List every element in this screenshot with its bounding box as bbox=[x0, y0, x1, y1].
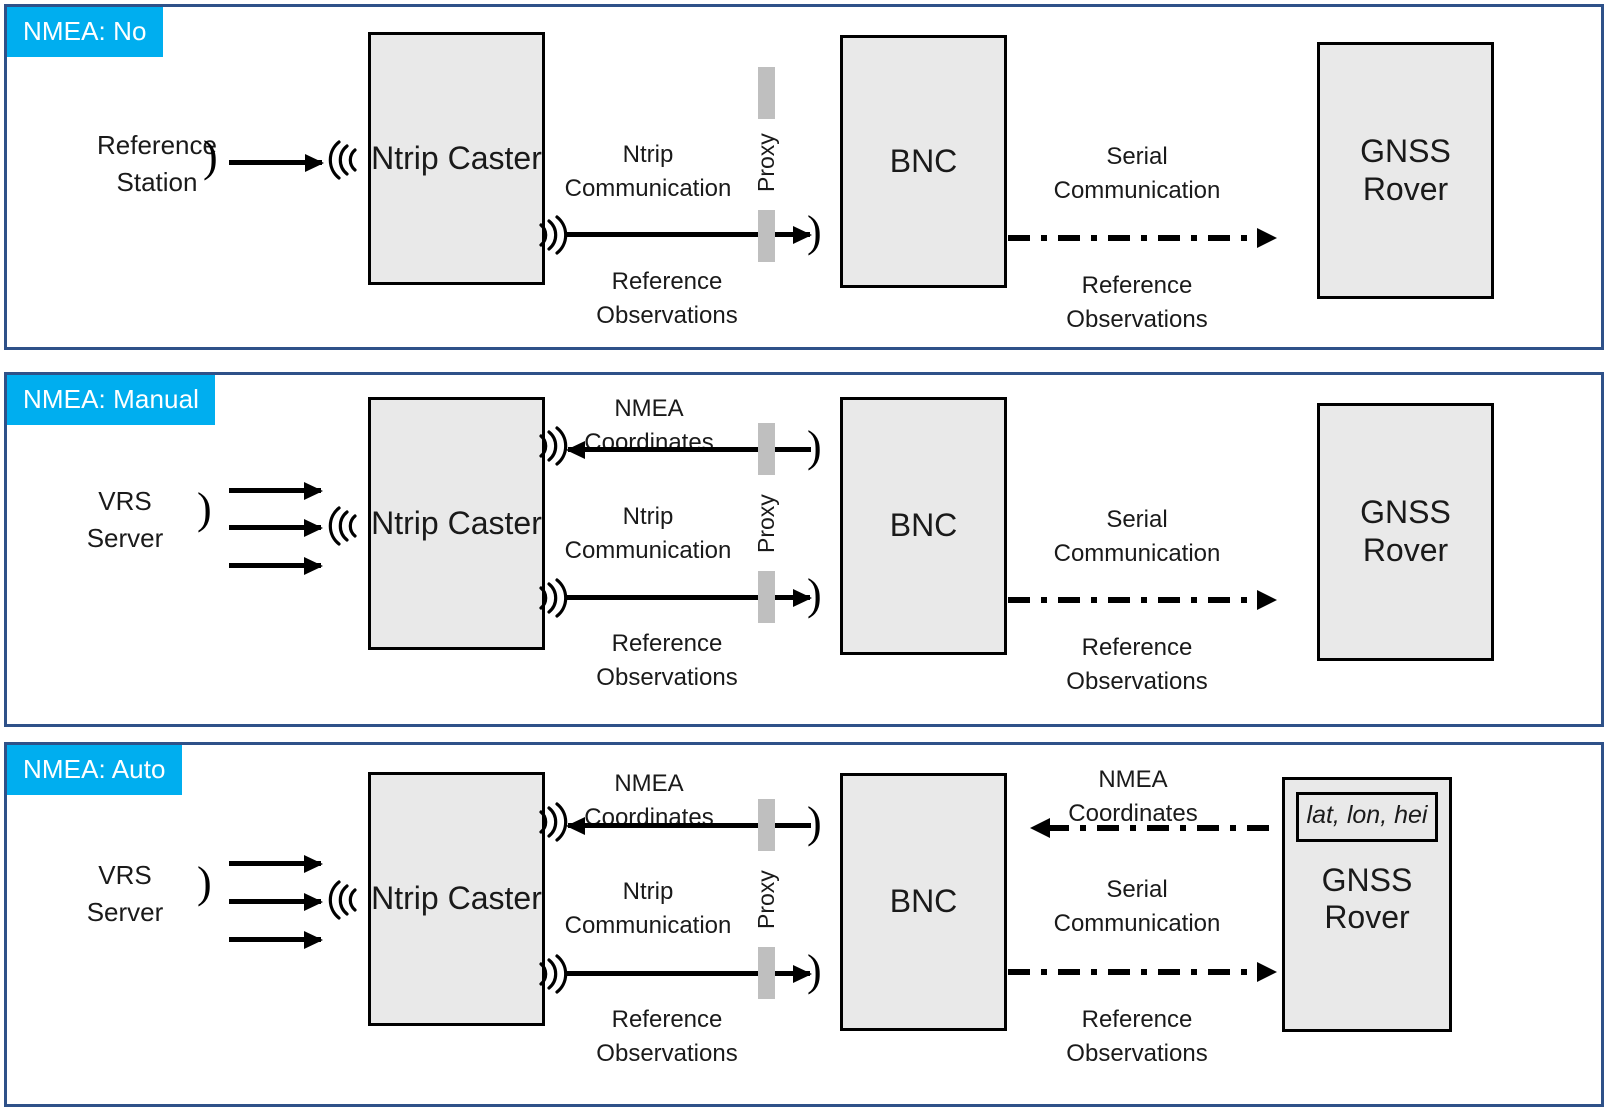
caption-reference-observations-middle: Reference Observations bbox=[596, 1006, 738, 1068]
caption-nmea-coordinates-right: NMEA Coordinates bbox=[1068, 766, 1198, 828]
antenna-receive-right-icon bbox=[531, 799, 571, 845]
arrowhead bbox=[1257, 962, 1277, 982]
arrowhead bbox=[1030, 818, 1050, 838]
panel-badge-nmea-manual: NMEA: Manual bbox=[7, 375, 216, 425]
node-gnss-rover: lat, lon, hei GNSS Rover bbox=[1282, 777, 1452, 1032]
antenna-paren-icon: ) bbox=[197, 858, 212, 907]
flow-arrow-bnc-to-caster-nmea bbox=[566, 817, 811, 835]
caption-reference-observations-middle: Reference Observations bbox=[596, 268, 738, 330]
proxy-label: Proxy bbox=[753, 133, 779, 192]
proxy-label: Proxy bbox=[753, 870, 779, 929]
caption-ntrip-communication: Ntrip Communication bbox=[564, 141, 732, 203]
antenna-receive-icon bbox=[325, 877, 365, 923]
panel-badge-nmea-no: NMEA: No bbox=[7, 7, 163, 57]
panel-nmea-auto: NMEA: Auto VRS Server ) Ntrip Caster bbox=[4, 742, 1604, 1107]
antenna-transmit-icon bbox=[531, 575, 571, 621]
node-bnc: BNC bbox=[840, 397, 1007, 655]
node-label-ntrip-caster: Ntrip Caster bbox=[371, 139, 542, 176]
flow-arrow-caster-to-bnc bbox=[567, 589, 812, 607]
node-label-gnss-rover: GNSS Rover bbox=[1321, 861, 1413, 936]
node-label-vrs-server: VRS Server bbox=[86, 486, 164, 553]
panel-badge-nmea-auto: NMEA: Auto bbox=[7, 745, 182, 795]
antenna-paren-icon: ) bbox=[197, 484, 212, 533]
antenna-transmit-icon bbox=[531, 951, 571, 997]
node-ntrip-caster: Ntrip Caster bbox=[368, 397, 545, 650]
caption-reference-observations-right: Reference Observations bbox=[1066, 1006, 1208, 1068]
caption-ntrip-communication: Ntrip Communication bbox=[564, 878, 732, 940]
node-bnc: BNC bbox=[840, 773, 1007, 1031]
caption-serial-communication: Serial Communication bbox=[1053, 876, 1221, 938]
flow-arrow-vrs-to-caster-1 bbox=[229, 855, 323, 873]
node-label-bnc: BNC bbox=[889, 507, 958, 544]
flow-arrow-caster-to-bnc bbox=[567, 226, 812, 244]
antenna-paren-icon-bnc-top: ) bbox=[807, 422, 822, 471]
node-label-vrs-server: VRS Server bbox=[86, 860, 164, 927]
node-label-ntrip-caster: Ntrip Caster bbox=[371, 504, 542, 541]
proxy-bar-bottom bbox=[758, 571, 775, 623]
antenna-paren-icon-bnc-bottom: ) bbox=[807, 570, 822, 619]
antenna-paren-icon-bnc-bottom: ) bbox=[807, 946, 822, 995]
node-label-ntrip-caster: Ntrip Caster bbox=[371, 880, 542, 917]
caption-reference-observations-middle: Reference Observations bbox=[596, 630, 738, 692]
antenna-receive-right-icon bbox=[531, 423, 571, 469]
flow-arrow-vrs-to-caster-1 bbox=[229, 482, 323, 500]
proxy-bar-top bbox=[758, 423, 775, 475]
proxy-bar-top bbox=[758, 799, 775, 851]
panel-nmea-manual: NMEA: Manual VRS Server ) Ntrip Caster bbox=[4, 372, 1604, 727]
proxy-bar-top bbox=[758, 67, 775, 119]
node-gnss-rover: GNSS Rover bbox=[1317, 42, 1494, 299]
node-ntrip-caster: Ntrip Caster bbox=[368, 772, 545, 1026]
node-label-bnc: BNC bbox=[889, 883, 958, 920]
flow-arrow-vrs-to-caster-2 bbox=[229, 519, 323, 537]
flow-arrow-caster-to-bnc bbox=[567, 965, 812, 983]
flow-arrow-vrs-to-caster-3 bbox=[229, 557, 323, 575]
node-bnc: BNC bbox=[840, 35, 1007, 288]
node-label-reference-station: Reference Station bbox=[97, 130, 217, 197]
caption-serial-communication: Serial Communication bbox=[1053, 143, 1221, 205]
proxy-bar-bottom bbox=[758, 210, 775, 262]
antenna-transmit-icon bbox=[531, 212, 571, 258]
caption-reference-observations-right: Reference Observations bbox=[1066, 272, 1208, 334]
antenna-receive-icon bbox=[325, 503, 365, 549]
caption-reference-observations-right: Reference Observations bbox=[1066, 634, 1208, 696]
flow-arrow-refstation-to-caster bbox=[229, 154, 324, 172]
node-label-gnss-rover: GNSS Rover bbox=[1360, 132, 1451, 207]
caption-serial-communication: Serial Communication bbox=[1053, 506, 1221, 568]
proxy-bar-bottom bbox=[758, 947, 775, 999]
flow-arrow-bnc-to-rover bbox=[1008, 590, 1277, 610]
panel-nmea-no: NMEA: No Reference Station ) Ntrip Caste… bbox=[4, 4, 1604, 350]
antenna-paren-icon-bnc: ) bbox=[807, 207, 822, 256]
node-label-gnss-rover: GNSS Rover bbox=[1360, 494, 1451, 568]
flow-arrow-vrs-to-caster-3 bbox=[229, 931, 323, 949]
arrowhead bbox=[1257, 590, 1277, 610]
flow-arrow-rover-to-bnc-nmea bbox=[1030, 818, 1279, 838]
antenna-receive-icon bbox=[325, 137, 365, 183]
flow-arrow-bnc-to-rover bbox=[1008, 962, 1277, 982]
flow-arrow-bnc-to-caster-nmea bbox=[566, 441, 811, 459]
caption-ntrip-communication: Ntrip Communication bbox=[564, 503, 732, 565]
node-gnss-rover: GNSS Rover bbox=[1317, 403, 1494, 661]
proxy-label: Proxy bbox=[753, 494, 779, 553]
flow-arrow-vrs-to-caster-2 bbox=[229, 893, 323, 911]
arrowhead bbox=[1257, 228, 1277, 248]
node-ntrip-caster: Ntrip Caster bbox=[368, 32, 545, 285]
antenna-paren-icon-bnc-top: ) bbox=[807, 798, 822, 847]
node-label-bnc: BNC bbox=[889, 142, 958, 179]
flow-arrow-bnc-to-rover bbox=[1008, 228, 1277, 248]
rover-coordinate-chip: lat, lon, hei bbox=[1296, 792, 1438, 842]
antenna-paren-icon: ) bbox=[203, 132, 218, 181]
